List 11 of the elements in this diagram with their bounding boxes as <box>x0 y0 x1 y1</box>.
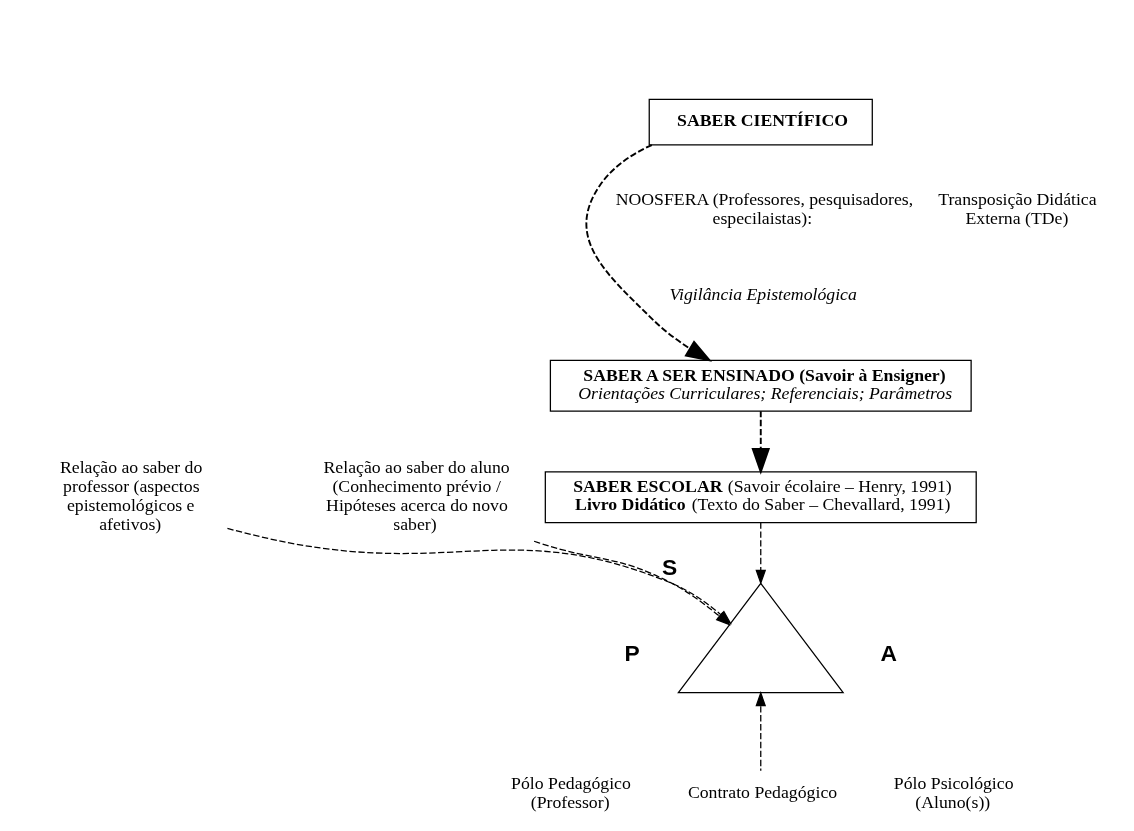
node-text: Contrato Pedagógico <box>687 782 837 803</box>
label: Transposição Didática Externa (TDe) <box>937 188 1097 228</box>
node-text: Relação ao saber do aluno (Conhecimento prévio / Hipóteses acerca do novo saber) <box>323 457 510 535</box>
node-label: S <box>661 554 677 581</box>
label: Pólo Pedagógico (Professor) <box>510 772 631 812</box>
node-label: A <box>880 639 897 666</box>
label: Pólo Psicológico (Aluno(s)) <box>893 772 1014 812</box>
label: NOOSFERA (Professores, pesquisadores, especilaistas): <box>615 188 913 228</box>
node-text: Relação ao saber do professor (aspectos epistemológicos e afetivos) <box>59 457 202 535</box>
label: Vigilância Epistemológica <box>669 284 857 305</box>
node-label: P <box>624 639 640 666</box>
